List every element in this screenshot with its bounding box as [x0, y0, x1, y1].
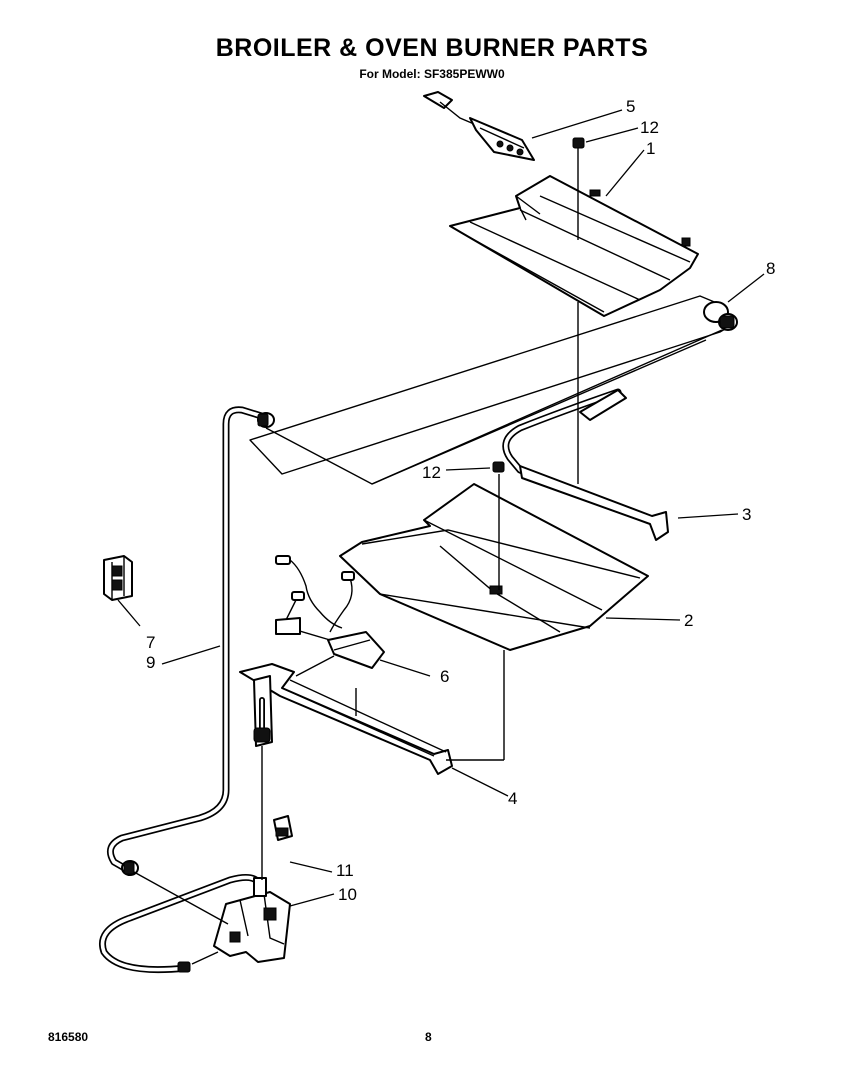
- callout-3: 3: [742, 505, 751, 524]
- tube-fitting-bottom: [121, 860, 191, 973]
- page-number: 8: [425, 1030, 432, 1044]
- oven-burner-lower: [239, 663, 453, 775]
- model-subtitle: For Model: SF385PEWW0: [359, 67, 505, 81]
- screw-middle: [492, 461, 505, 473]
- broiler-baffle: [449, 175, 699, 317]
- callout-1: 1: [646, 139, 655, 158]
- guide-lines: [133, 148, 579, 965]
- flame-spreader: [339, 483, 649, 651]
- diagram-number: 816580: [48, 1030, 89, 1044]
- callout-7: 7: [146, 633, 155, 652]
- gas-valve: [213, 877, 291, 963]
- orifice-fitting: [273, 815, 293, 841]
- switch-receptacle: [103, 555, 133, 601]
- igniter: [275, 555, 385, 669]
- leader-lines: [117, 109, 765, 907]
- callout-9: 9: [146, 653, 155, 672]
- oven-burner: [502, 388, 669, 541]
- screw-upper: [572, 137, 585, 149]
- callout-4: 4: [508, 789, 517, 808]
- callout-6: 6: [440, 667, 449, 686]
- terminal-block: [423, 91, 535, 161]
- gas-tubing: [99, 406, 272, 974]
- callout-10: 10: [338, 885, 357, 904]
- callout-5: 5: [626, 97, 635, 116]
- callout-12-mid: 12: [422, 463, 441, 482]
- callout-2: 2: [684, 611, 693, 630]
- callout-8: 8: [766, 259, 775, 278]
- callouts: 5 12 1 8 12 3 2 7 9 6 4 11 10: [146, 97, 775, 904]
- callout-12-top: 12: [640, 118, 659, 137]
- tube-fitting-top: [257, 412, 275, 428]
- callout-11: 11: [336, 861, 354, 880]
- page-title: BROILER & OVEN BURNER PARTS: [215, 34, 649, 62]
- broiler-burner-tube: [249, 295, 738, 485]
